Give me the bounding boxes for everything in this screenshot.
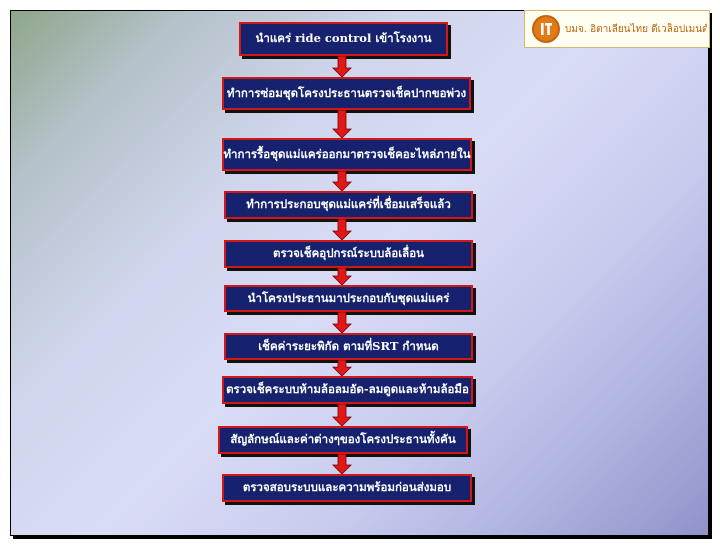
flow-step-4: ทำการประกอบชุดแม่แคร่ที่เชื่อมเสร็จแล้ว — [224, 191, 473, 219]
flow-arrow-1 — [332, 56, 352, 77]
flow-arrow-6 — [332, 312, 352, 333]
flow-step-5: ตรวจเช็คอุปกรณ์ระบบล้อเลื่อน — [224, 240, 473, 268]
flow-step-1: นำแคร่ ride control เข้าโรงงาน — [239, 22, 448, 56]
flow-arrow-2 — [332, 110, 352, 138]
flow-step-2: ทำการซ่อมชุดโครงประธานตรวจเช็คปากขอพ่วง — [222, 77, 471, 110]
company-name: บมจ. อิตาเลียนไทย ดีเวล็อปเมนต์ — [565, 24, 707, 35]
flow-arrow-4 — [332, 219, 352, 240]
flow-arrow-7 — [332, 360, 352, 376]
flow-step-6: นำโครงประธานมาประกอบกับชุดแม่แคร่ — [224, 285, 473, 312]
flow-step-3: ทำการรื้อชุดแม่แคร่ออกมาตรวจเช็คอะไหล่ภา… — [222, 138, 472, 171]
flow-arrow-8 — [332, 404, 352, 426]
flow-step-8: ตรวจเช็คระบบห้ามล้อลมอัด-ลมดูดและห้ามล้อ… — [222, 376, 473, 404]
flow-step-7: เช็คค่าระยะพิกัด ตามที่SRT กำหนด — [224, 333, 473, 360]
company-logo: บมจ. อิตาเลียนไทย ดีเวล็อปเมนต์ — [524, 10, 710, 48]
it-circle-logo-icon — [532, 15, 560, 43]
flow-arrow-5 — [332, 268, 352, 285]
flow-arrow-9 — [332, 454, 352, 474]
flow-step-9: สัญลักษณ์และค่าต่างๆของโครงประธานทั้งคัน — [218, 426, 468, 454]
flow-step-10: ตรวจสอบระบบและความพร้อมก่อนส่งมอบ — [222, 474, 472, 502]
flow-arrow-3 — [332, 171, 352, 191]
